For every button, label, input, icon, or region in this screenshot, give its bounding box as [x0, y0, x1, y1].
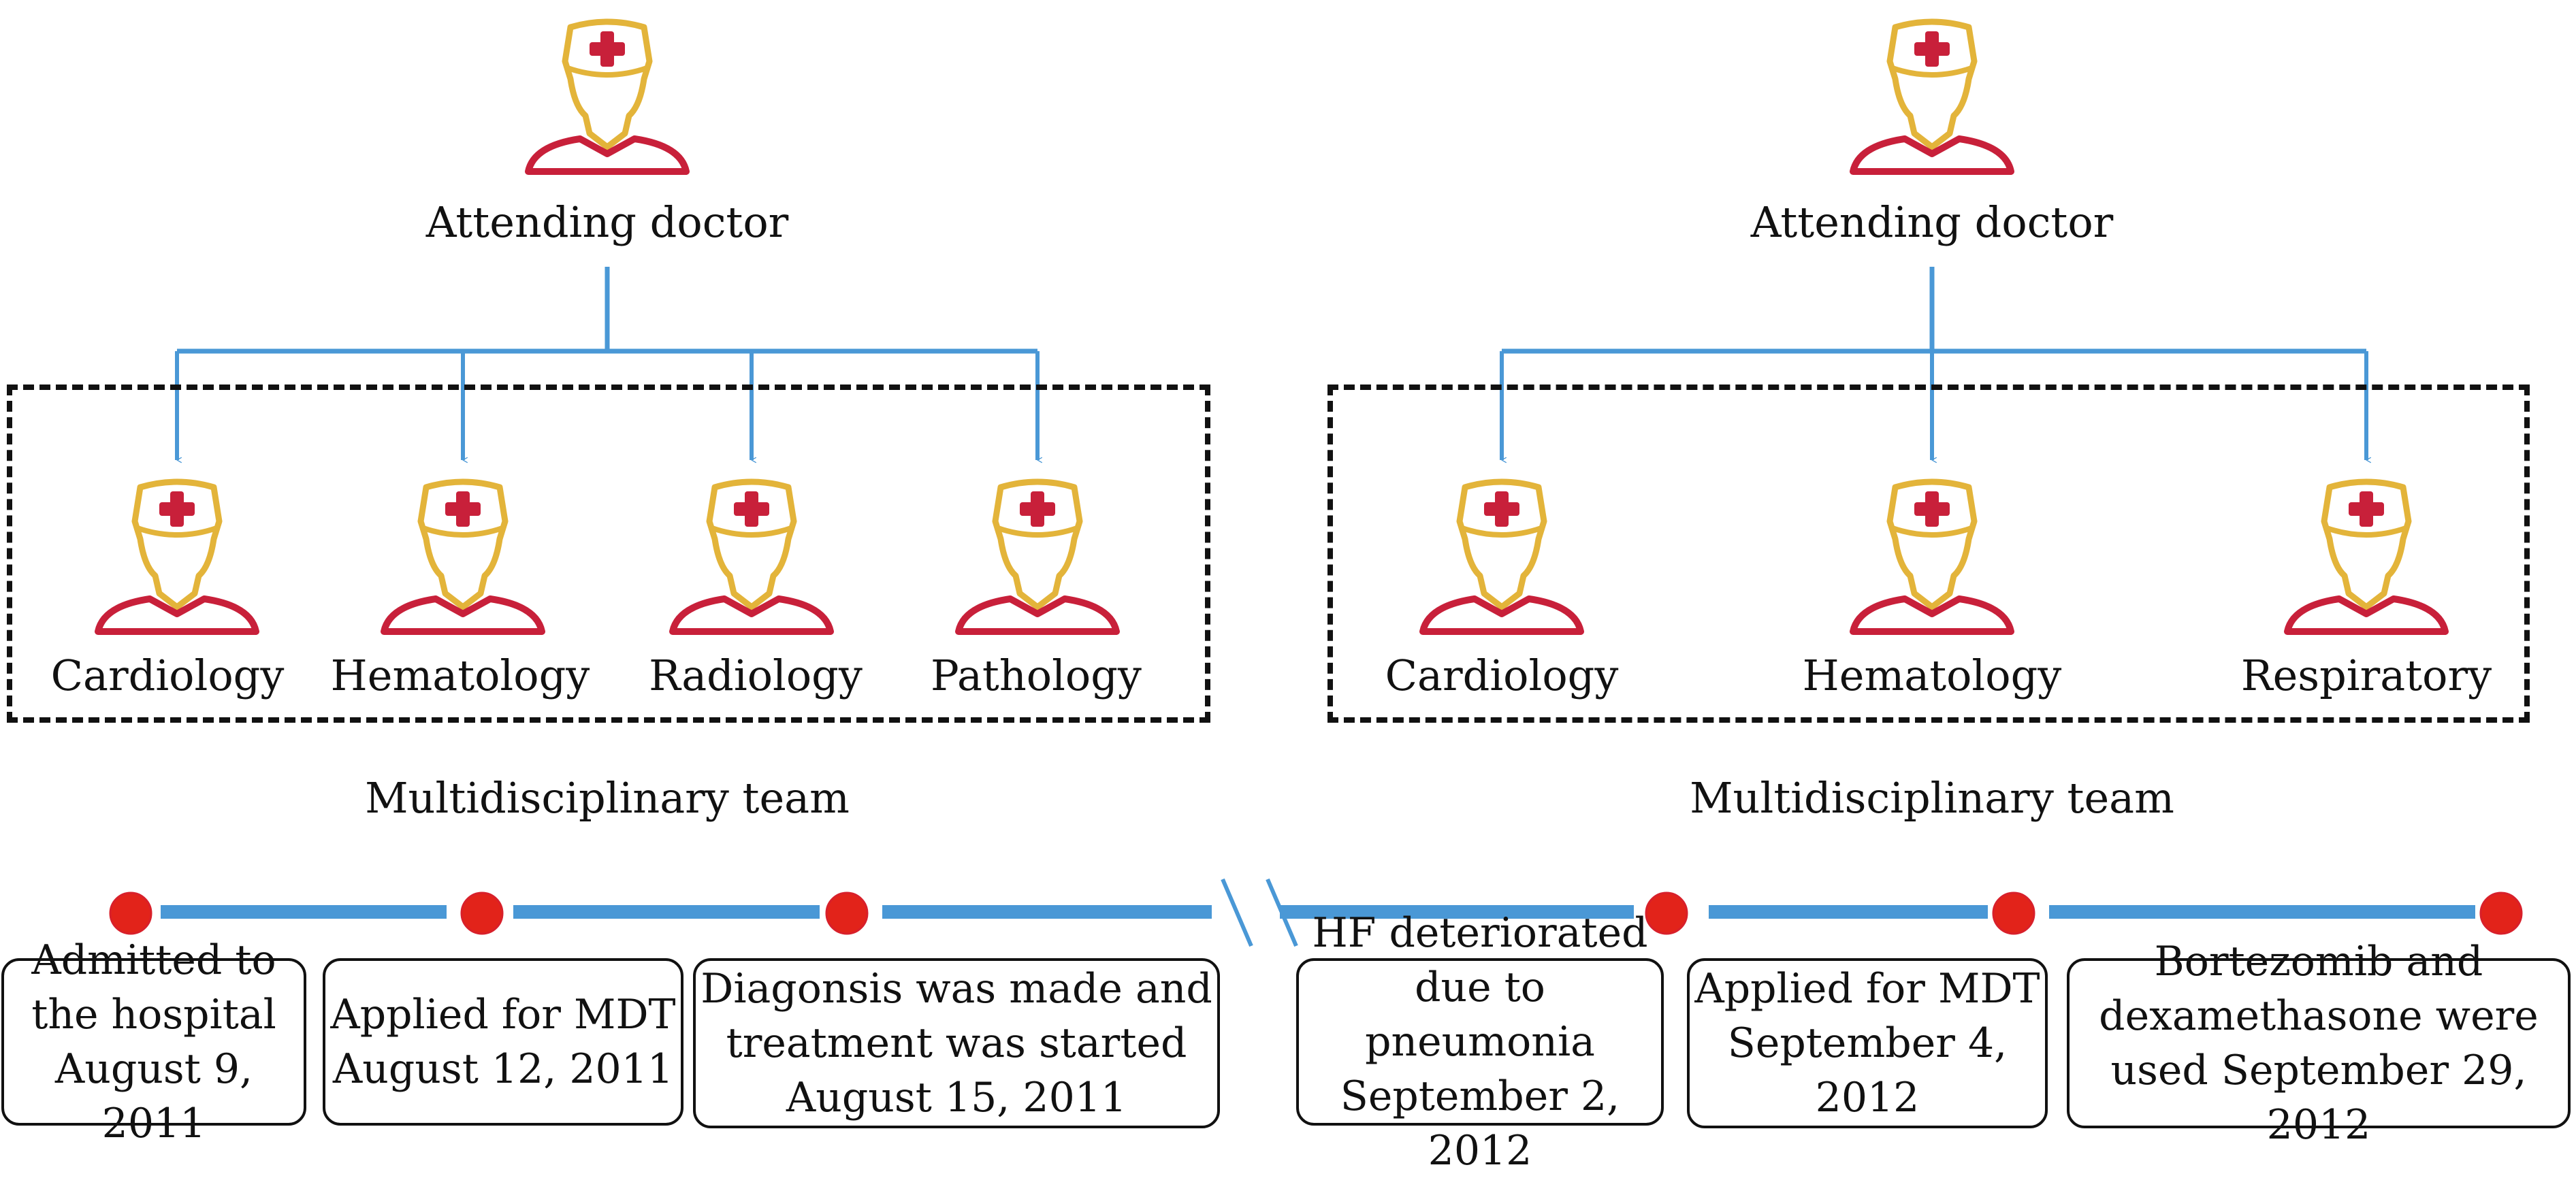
left-attending-doctor-icon: [525, 18, 690, 175]
connector-lines: [175, 267, 2371, 463]
event-text-admitted: Admitted to the hospital August 9, 2011: [31, 936, 276, 1147]
doctor-icons: [95, 18, 2449, 635]
event-text-hf-deteriorated: HF deteriorated due to pneumonia Septemb…: [1312, 909, 1648, 1175]
event-box-mdt-applied-2011: Applied for MDT August 12, 2011: [323, 958, 683, 1126]
connector-layer: [95, 18, 2523, 947]
event-dot-2: [460, 891, 504, 935]
right-attending-doctor-icon: [1850, 18, 2014, 175]
left-team-label: Multidisciplinary team: [365, 773, 850, 823]
mdt-diagram: Attending doctor Attending doctor Cardio…: [1, 18, 2571, 1175]
event-box-hf-deteriorated: HF deteriorated due to pneumonia Septemb…: [1296, 909, 1664, 1175]
event-box-bortezomib: Bortezomib and dexamethasone were used S…: [2067, 938, 2571, 1149]
left-member-label-cardiology: Cardiology: [50, 651, 285, 700]
event-box-admitted: Admitted to the hospital August 9, 2011: [1, 936, 306, 1147]
left-member-doctor-icon-1: [95, 478, 259, 635]
right-attending-label: Attending doctor: [1750, 197, 2114, 247]
event-dot-1: [109, 891, 152, 935]
right-member-label-hematology: Hematology: [1802, 651, 2062, 700]
left-member-doctor-icon-4: [955, 478, 1120, 635]
axis-break-icon-right: [1266, 878, 1298, 947]
left-member-doctor-icon-2: [381, 478, 545, 635]
event-dot-4: [1645, 891, 1688, 935]
left-member-label-radiology: Radiology: [649, 651, 863, 700]
right-member-doctor-icon-1: [1419, 478, 1584, 635]
timeline-axis: [109, 878, 2523, 947]
right-team-label: Multidisciplinary team: [1690, 773, 2174, 823]
event-text-mdt-applied-2012: Applied for MDT September 4, 2012: [1694, 965, 2040, 1122]
right-member-label-cardiology: Cardiology: [1385, 651, 1619, 700]
axis-break-icon-left: [1221, 878, 1253, 947]
left-member-label-hematology: Hematology: [330, 651, 590, 700]
event-text-diagnosis: Diagonsis was made and treatment was sta…: [701, 965, 1212, 1122]
left-member-doctor-icon-3: [669, 478, 834, 635]
right-team-frame: [1327, 385, 2530, 723]
event-text-bortezomib: Bortezomib and dexamethasone were used S…: [2099, 938, 2539, 1149]
left-attending-label: Attending doctor: [425, 197, 789, 247]
event-dot-5: [1992, 891, 2035, 935]
right-member-doctor-icon-3: [2284, 478, 2449, 635]
event-text-mdt-applied-2011: Applied for MDT August 12, 2011: [330, 991, 676, 1093]
right-member-label-respiratory: Respiratory: [2240, 651, 2492, 700]
event-box-mdt-applied-2012: Applied for MDT September 4, 2012: [1687, 958, 2048, 1128]
right-member-doctor-icon-2: [1850, 478, 2014, 635]
left-member-label-pathology: Pathology: [931, 651, 1142, 700]
event-box-diagnosis: Diagonsis was made and treatment was sta…: [693, 958, 1220, 1128]
event-dot-6: [2479, 891, 2523, 935]
left-team-frame: [7, 385, 1210, 723]
event-dot-3: [825, 891, 869, 935]
